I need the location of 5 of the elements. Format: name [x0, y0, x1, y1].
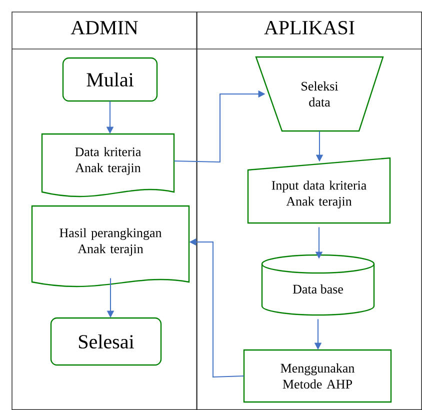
process-box: Menggunakan Metode AHP: [243, 349, 392, 403]
terminal-box: Selesai: [50, 317, 162, 366]
node-label: Data base: [292, 284, 343, 294]
database-cylinder: Data base: [261, 254, 375, 316]
terminal-box: Mulai: [62, 57, 158, 102]
